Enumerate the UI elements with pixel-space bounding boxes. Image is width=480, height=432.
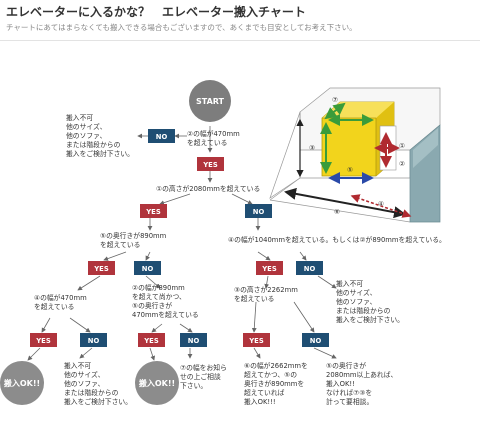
page-subtitle: チャートにあてはまらなくても搬入できる場合もございますので、あくまでも目安として…: [6, 23, 357, 32]
page-header: エレベーターに入るかな？ エレベーター搬入チャート チャートにあてはまらなくても…: [0, 0, 480, 41]
ok-node: [0, 361, 44, 405]
flow-connectors: [27, 126, 337, 361]
question-depth-890: ⑤の奥行きが890mm を超えている: [100, 231, 168, 249]
no-label: NO: [310, 337, 322, 345]
question-width-1040: ④の幅が1040mmを超えている。もしくは②が890mmを超えている。: [228, 235, 446, 244]
ok-node: [135, 361, 179, 405]
label-5: ⑤: [347, 166, 353, 174]
question-height-2080: ①の高さが2080mmを超えている: [156, 184, 260, 193]
yes-box: [256, 261, 283, 275]
yes-label: YES: [202, 161, 218, 169]
question-width-470: ②の幅が470mm を超えている: [187, 129, 242, 147]
yes-label: YES: [35, 337, 51, 345]
no-label: NO: [156, 133, 168, 141]
no-box: [134, 261, 161, 275]
no-box: [245, 204, 272, 218]
no-label: NO: [142, 265, 154, 273]
label-2: ②: [399, 160, 405, 168]
no-box: [180, 333, 207, 347]
ok-label: 搬入OK!!: [4, 378, 40, 388]
label-1: ①: [399, 142, 405, 150]
yes-box: [30, 333, 57, 347]
no-label: NO: [304, 265, 316, 273]
yes-box: [140, 204, 167, 218]
no-label: NO: [253, 208, 265, 216]
start-node: [189, 80, 231, 122]
yes-box: [197, 157, 224, 171]
yes-box: [88, 261, 115, 275]
label-3: ③: [309, 144, 315, 152]
no-label: NO: [88, 337, 100, 345]
question-width-470-b: ④の幅が470mm を超えている: [34, 293, 89, 311]
ng-text-bottom: 搬入不可 他のサイズ、 他のソファ、 または階段からの 搬入をご検討下さい。: [64, 361, 132, 406]
condition-depth-2080: ⑤の奥行きが 2080mm以上あれば、 搬入OK!! なければ⑦③を 計って要相…: [326, 361, 400, 406]
no-box: [302, 333, 329, 347]
yes-label: YES: [145, 208, 161, 216]
label-7: ⑦: [332, 96, 338, 104]
condition-width-2662: ⑥の幅が2662mmを 超えてかつ、⑤の 奥行きが890mmを 超えていれば 搬…: [244, 361, 310, 406]
yes-label: YES: [143, 337, 159, 345]
ok-label: 搬入OK!!: [139, 378, 175, 388]
yes-label: YES: [248, 337, 264, 345]
no-box: [80, 333, 107, 347]
page-title: エレベーターに入るかな？ エレベーター搬入チャート: [6, 5, 306, 19]
question-width-890: ②の幅が890mm を超えて尚かつ、 ⑤の奥行きが 470mmを超えている: [132, 283, 199, 319]
label-4: ④: [378, 200, 384, 208]
yes-box: [138, 333, 165, 347]
yes-box: [243, 333, 270, 347]
question-height-2262: ③の高さが2262mm を超えている: [234, 285, 300, 303]
no-box: [148, 129, 175, 143]
ng-text-top: 搬入不可 他のサイズ、 他のソファ、 または階段からの 搬入をご検討下さい。: [66, 113, 134, 158]
no-box: [296, 261, 323, 275]
yes-label: YES: [261, 265, 277, 273]
no-label: NO: [188, 337, 200, 345]
ng-text-right: 搬入不可 他のサイズ、 他のソファ、 または階段からの 搬入をご検討下さい。: [336, 279, 404, 324]
elevator-illustration: ⑦ ③ ⑤ ① ② ④ ⑥: [269, 87, 441, 223]
ask-text: ⑦の幅をお知ら せの上ご相談 下さい。: [180, 363, 229, 390]
start-label: START: [196, 97, 225, 106]
label-6: ⑥: [334, 208, 340, 216]
yes-label: YES: [93, 265, 109, 273]
